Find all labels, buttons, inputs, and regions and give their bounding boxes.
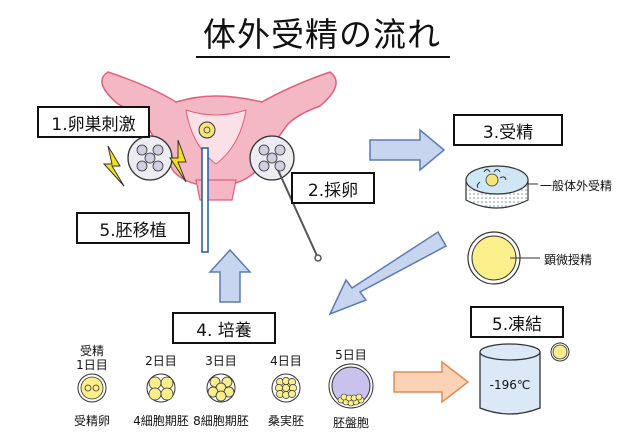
step-ovarian-stimulation: 1.卵巣刺激: [37, 106, 150, 138]
title-underline: [196, 56, 450, 58]
step-embryo-transfer: 5.胚移植: [76, 212, 190, 244]
lightning-right-icon: [169, 139, 187, 183]
stage-2-name: 4細胞期胚: [133, 414, 189, 428]
freezer-temperature: -196℃: [489, 378, 531, 392]
morula-cell: [288, 390, 296, 398]
step-fertilization: 3.受精: [453, 114, 563, 146]
arrow-to-culture: [328, 230, 448, 316]
arrow-to-freezing: [393, 360, 470, 404]
arrow-to-fertilization: [369, 128, 446, 172]
label-icsi: 顕微授精: [544, 253, 593, 267]
inner-cell-mass-cell: [355, 393, 363, 401]
stage-1-name: 受精卵: [73, 414, 110, 428]
step-freezing: 5.凍結: [470, 306, 564, 338]
frozen-embryo-icon: [550, 342, 570, 362]
stage-5-blastocyst-icon: [328, 363, 374, 409]
icsi-egg-icon: [467, 231, 540, 285]
stage-4-embryo-icon: [271, 373, 301, 403]
lightning-left-icon: [102, 145, 125, 187]
stage-3-embryo-icon: [206, 373, 236, 403]
stage-3-name: 8細胞期胚: [193, 414, 249, 428]
label-conventional-ivf: 一般体外受精: [540, 179, 613, 193]
stage-4-day: 4日目: [270, 354, 302, 368]
embryo-in-uterus-icon: [198, 121, 216, 139]
uterus-cavity: [185, 109, 247, 165]
freezer-canister-icon: [479, 343, 541, 415]
stage-5-day: 5日目: [335, 348, 367, 362]
stage-4-name: 桑実胚: [267, 414, 304, 428]
left-ovary-icon: [127, 135, 173, 181]
step-egg-retrieval: 2.採卵: [291, 172, 375, 204]
right-ovary-icon: [249, 135, 295, 181]
transfer-catheter: [201, 147, 209, 253]
stage-1-embryo-icon: [77, 373, 107, 403]
stage-1-day: 受精 1日目: [76, 344, 108, 372]
morula-cell: [282, 384, 290, 392]
step-culture: 4. 培養: [172, 312, 276, 344]
stage-2-embryo-icon: [146, 373, 176, 403]
retrieval-needle: [277, 169, 319, 259]
stage-2-day: 2日目: [145, 354, 177, 368]
petri-dish-icon: [465, 165, 529, 209]
page-title: 体外受精の流れ: [203, 15, 441, 54]
stage-3-day: 3日目: [205, 354, 237, 368]
stage-5-name: 胚盤胞: [332, 416, 369, 430]
arrow-to-transfer: [208, 248, 252, 303]
